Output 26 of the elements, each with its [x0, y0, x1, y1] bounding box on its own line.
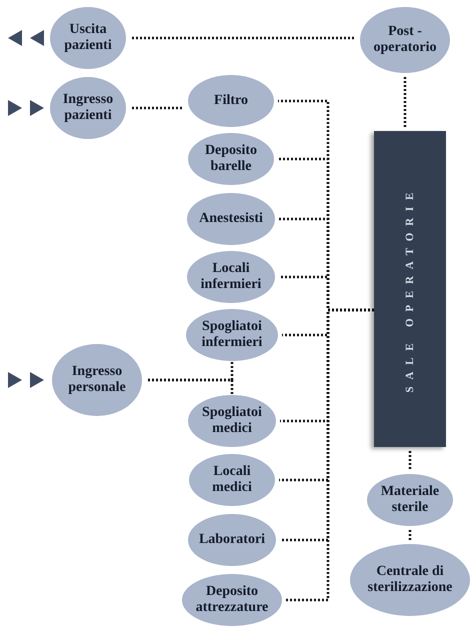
node-label: Post - operatorio — [372, 24, 438, 56]
double-arrow — [8, 372, 44, 388]
node-label: Deposito attrezzature — [194, 584, 270, 616]
node-label: Ingresso personale — [67, 364, 127, 396]
dotted-connector — [408, 451, 412, 470]
dotted-connector — [132, 36, 354, 40]
double-arrow — [8, 100, 44, 116]
node-label: Laboratori — [198, 532, 266, 548]
node-label: Materiale sterile — [380, 484, 440, 516]
node-label: Locali infermieri — [200, 261, 262, 293]
node-label: Spogliatoi medici — [201, 405, 263, 437]
node-label: Filtro — [213, 93, 249, 109]
operating-rooms-block — [374, 131, 446, 447]
dotted-connector — [132, 106, 182, 110]
dotted-connector — [404, 77, 406, 127]
dotted-connector — [408, 530, 412, 540]
double-arrow — [8, 30, 44, 46]
node-label: Spogliatoi infermieri — [200, 319, 264, 351]
node-label: Uscita pazienti — [63, 22, 113, 54]
dotted-connector — [148, 378, 234, 395]
node-label: Locali medici — [211, 464, 253, 496]
node-label: Ingresso pazienti — [62, 92, 114, 124]
node-label: Anestesisti — [198, 211, 264, 227]
node-label: Centrale di sterilizzazione — [366, 564, 454, 596]
vertical-label: SALE OPERATORIE — [402, 186, 417, 392]
node-label: Deposito barelle — [204, 143, 258, 175]
